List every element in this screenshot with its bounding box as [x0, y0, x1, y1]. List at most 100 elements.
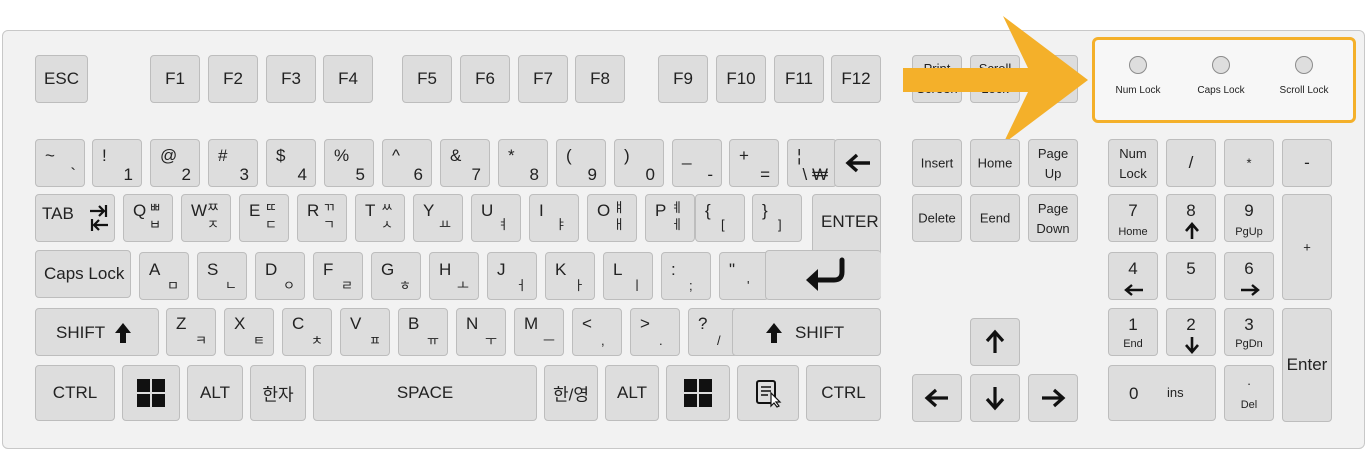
key-shift-right[interactable]: SHIFT	[732, 308, 881, 356]
key-letter[interactable]: <,	[572, 308, 622, 356]
key-caps-lock[interactable]: Caps Lock	[35, 250, 131, 298]
key-hanyeong[interactable]: 한/영	[544, 365, 598, 421]
key-end[interactable]: Eend	[970, 194, 1020, 242]
key-f8[interactable]: F8	[575, 55, 625, 103]
key-numpad-7[interactable]: 7 Home	[1108, 194, 1158, 242]
key-number-row[interactable]: ^6	[382, 139, 432, 187]
key-numpad-6[interactable]: 6	[1224, 252, 1274, 300]
key-numpad-8[interactable]: 8	[1166, 194, 1216, 242]
key-numpad-5[interactable]: 5	[1166, 252, 1216, 300]
key-arrow-left[interactable]	[912, 374, 962, 422]
key-f10[interactable]: F10	[716, 55, 766, 103]
key-number-row[interactable]: %5	[324, 139, 374, 187]
key-numpad-2[interactable]: 2	[1166, 308, 1216, 356]
key-f7[interactable]: F7	[518, 55, 568, 103]
key-delete[interactable]: Delete	[912, 194, 962, 242]
key-windows-right[interactable]	[666, 365, 730, 421]
key-numpad-multiply[interactable]: *	[1224, 139, 1274, 187]
key-num-lock[interactable]: Num Lock	[1108, 139, 1158, 187]
key-number-row[interactable]: )0	[614, 139, 664, 187]
key-menu[interactable]	[737, 365, 799, 421]
key-windows-left[interactable]	[122, 365, 180, 421]
key-numpad-9[interactable]: 9 PgUp	[1224, 194, 1274, 242]
key-f12[interactable]: F12	[831, 55, 881, 103]
key-number-row[interactable]: ¦\ ₩	[787, 139, 837, 187]
key-number-row[interactable]: *8	[498, 139, 548, 187]
key-shift-left[interactable]: SHIFT	[35, 308, 159, 356]
key-number-row[interactable]: #3	[208, 139, 258, 187]
key-numpad-divide[interactable]: /	[1166, 139, 1216, 187]
key-numpad-3[interactable]: 3 PgDn	[1224, 308, 1274, 356]
key-f4[interactable]: F4	[323, 55, 373, 103]
key-space[interactable]: SPACE	[313, 365, 537, 421]
key-f11[interactable]: F11	[774, 55, 824, 103]
key-letter[interactable]: >.	[630, 308, 680, 356]
key-arrow-up[interactable]	[970, 318, 1020, 366]
key-numpad-decimal[interactable]: . Del	[1224, 365, 1274, 421]
key-numpad-minus[interactable]: -	[1282, 139, 1332, 187]
key-home[interactable]: Home	[970, 139, 1020, 187]
key-f5[interactable]: F5	[402, 55, 452, 103]
key-number-row[interactable]: _-	[672, 139, 722, 187]
key-f6[interactable]: F6	[460, 55, 510, 103]
key-f3[interactable]: F3	[266, 55, 316, 103]
key-arrow-right[interactable]	[1028, 374, 1078, 422]
key-numpad-plus[interactable]: +	[1282, 194, 1332, 300]
key-esc[interactable]: ESC	[35, 55, 88, 103]
key-number-row[interactable]: &7	[440, 139, 490, 187]
key-numpad-4[interactable]: 4	[1108, 252, 1158, 300]
key-f1[interactable]: F1	[150, 55, 200, 103]
key-f9[interactable]: F9	[658, 55, 708, 103]
key-alt-left[interactable]: ALT	[187, 365, 243, 421]
key-tab[interactable]: TAB	[35, 194, 115, 242]
key-numpad-0[interactable]: 0 ins	[1108, 365, 1216, 421]
key-number-row[interactable]: @2	[150, 139, 200, 187]
key-f2[interactable]: F2	[208, 55, 258, 103]
key-enter-lower[interactable]	[765, 250, 881, 300]
key-backspace[interactable]	[834, 139, 881, 187]
key-numpad-enter[interactable]: Enter	[1282, 308, 1332, 422]
key-alt-right[interactable]: ALT	[605, 365, 659, 421]
key-page-down[interactable]: Page Down	[1028, 194, 1078, 242]
key-letter[interactable]: ?/	[688, 308, 738, 356]
key-ctrl-left[interactable]: CTRL	[35, 365, 115, 421]
key-number-row[interactable]: $4	[266, 139, 316, 187]
key-ctrl-right[interactable]: CTRL	[806, 365, 881, 421]
key-letter[interactable]: :;	[661, 252, 711, 300]
key-numpad-1[interactable]: 1 End	[1108, 308, 1158, 356]
key-number-row[interactable]: ~`	[35, 139, 85, 187]
key-page-up[interactable]: Page Up	[1028, 139, 1078, 187]
key-arrow-down[interactable]	[970, 374, 1020, 422]
key-letter[interactable]: "'	[719, 252, 769, 300]
key-number-row[interactable]: +=	[729, 139, 779, 187]
key-insert[interactable]: Insert	[912, 139, 962, 187]
key-number-row[interactable]: !1	[92, 139, 142, 187]
key-letter[interactable]: {[	[695, 194, 745, 242]
